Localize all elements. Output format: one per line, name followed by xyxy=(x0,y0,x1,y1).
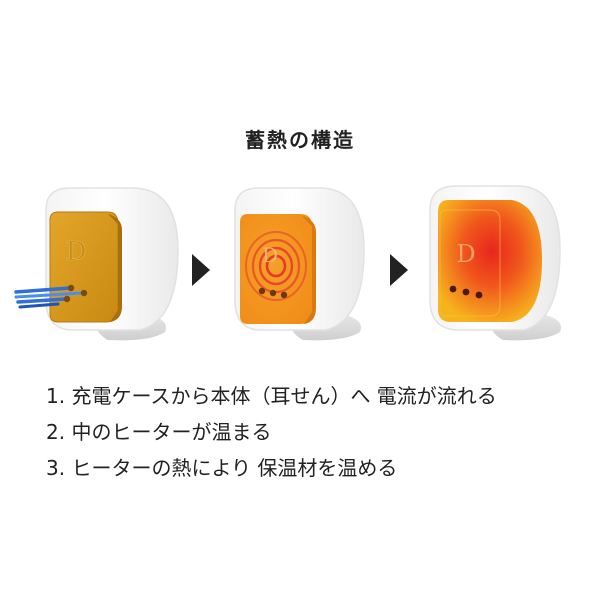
current-line-4 xyxy=(18,302,60,309)
contact-dot-1 xyxy=(449,285,457,293)
contact-dot-2 xyxy=(80,289,88,297)
current-line-2 xyxy=(14,291,84,299)
stage-3-earbud: D xyxy=(429,185,561,341)
step-number: 2. xyxy=(46,420,66,444)
heat-ring-1 xyxy=(265,254,287,278)
diagram-svg: D D xyxy=(14,185,561,341)
current-line-1 xyxy=(14,286,72,294)
brand-logo: D xyxy=(262,243,278,267)
arrow-right-icon xyxy=(390,254,408,286)
step-item: 1. 充電ケースから本体（耳せん）へ 電流が流れる xyxy=(46,378,586,414)
contact-dot-2 xyxy=(269,289,277,297)
heater-outline xyxy=(439,209,501,317)
contact-dot-1 xyxy=(67,284,75,292)
page-title: 蓄熱の構造 xyxy=(245,128,355,152)
step-item: 3. ヒーターの熱により 保温材を温める xyxy=(46,450,586,486)
stage-2-earbud: D xyxy=(234,187,365,341)
contact-dot-2 xyxy=(462,288,470,296)
heat-storage-diagram: D D xyxy=(0,170,600,370)
brand-logo: D xyxy=(66,237,87,267)
heat-ring-4 xyxy=(245,231,307,301)
contact-dot-3 xyxy=(475,291,483,299)
current-flow-lines xyxy=(14,284,88,309)
heat-ring-2 xyxy=(258,246,294,286)
heater-panel xyxy=(240,214,312,324)
current-line-3 xyxy=(16,297,68,304)
heat-storage-material xyxy=(438,200,542,322)
step-number: 3. xyxy=(46,456,66,480)
steps-list: 1. 充電ケースから本体（耳せん）へ 電流が流れる 2. 中のヒーターが温まる … xyxy=(46,378,586,486)
panel-edge xyxy=(108,214,122,322)
step-text: ヒーターの熱により 保温材を温める xyxy=(71,456,398,480)
contact-dot-3 xyxy=(63,295,71,303)
brand-logo: D xyxy=(456,240,475,268)
contact-dot-1 xyxy=(258,287,266,295)
step-text: 中のヒーターが温まる xyxy=(71,420,272,444)
panel-edge xyxy=(302,216,316,324)
step-number: 1. xyxy=(46,384,66,408)
step-item: 2. 中のヒーターが温まる xyxy=(46,414,586,450)
arrow-right-icon xyxy=(192,254,210,286)
contact-dot-3 xyxy=(280,291,288,299)
heater-panel xyxy=(49,211,119,323)
step-text: 充電ケースから本体（耳せん）へ 電流が流れる xyxy=(71,384,497,408)
stage-1-earbud: D xyxy=(14,187,179,341)
